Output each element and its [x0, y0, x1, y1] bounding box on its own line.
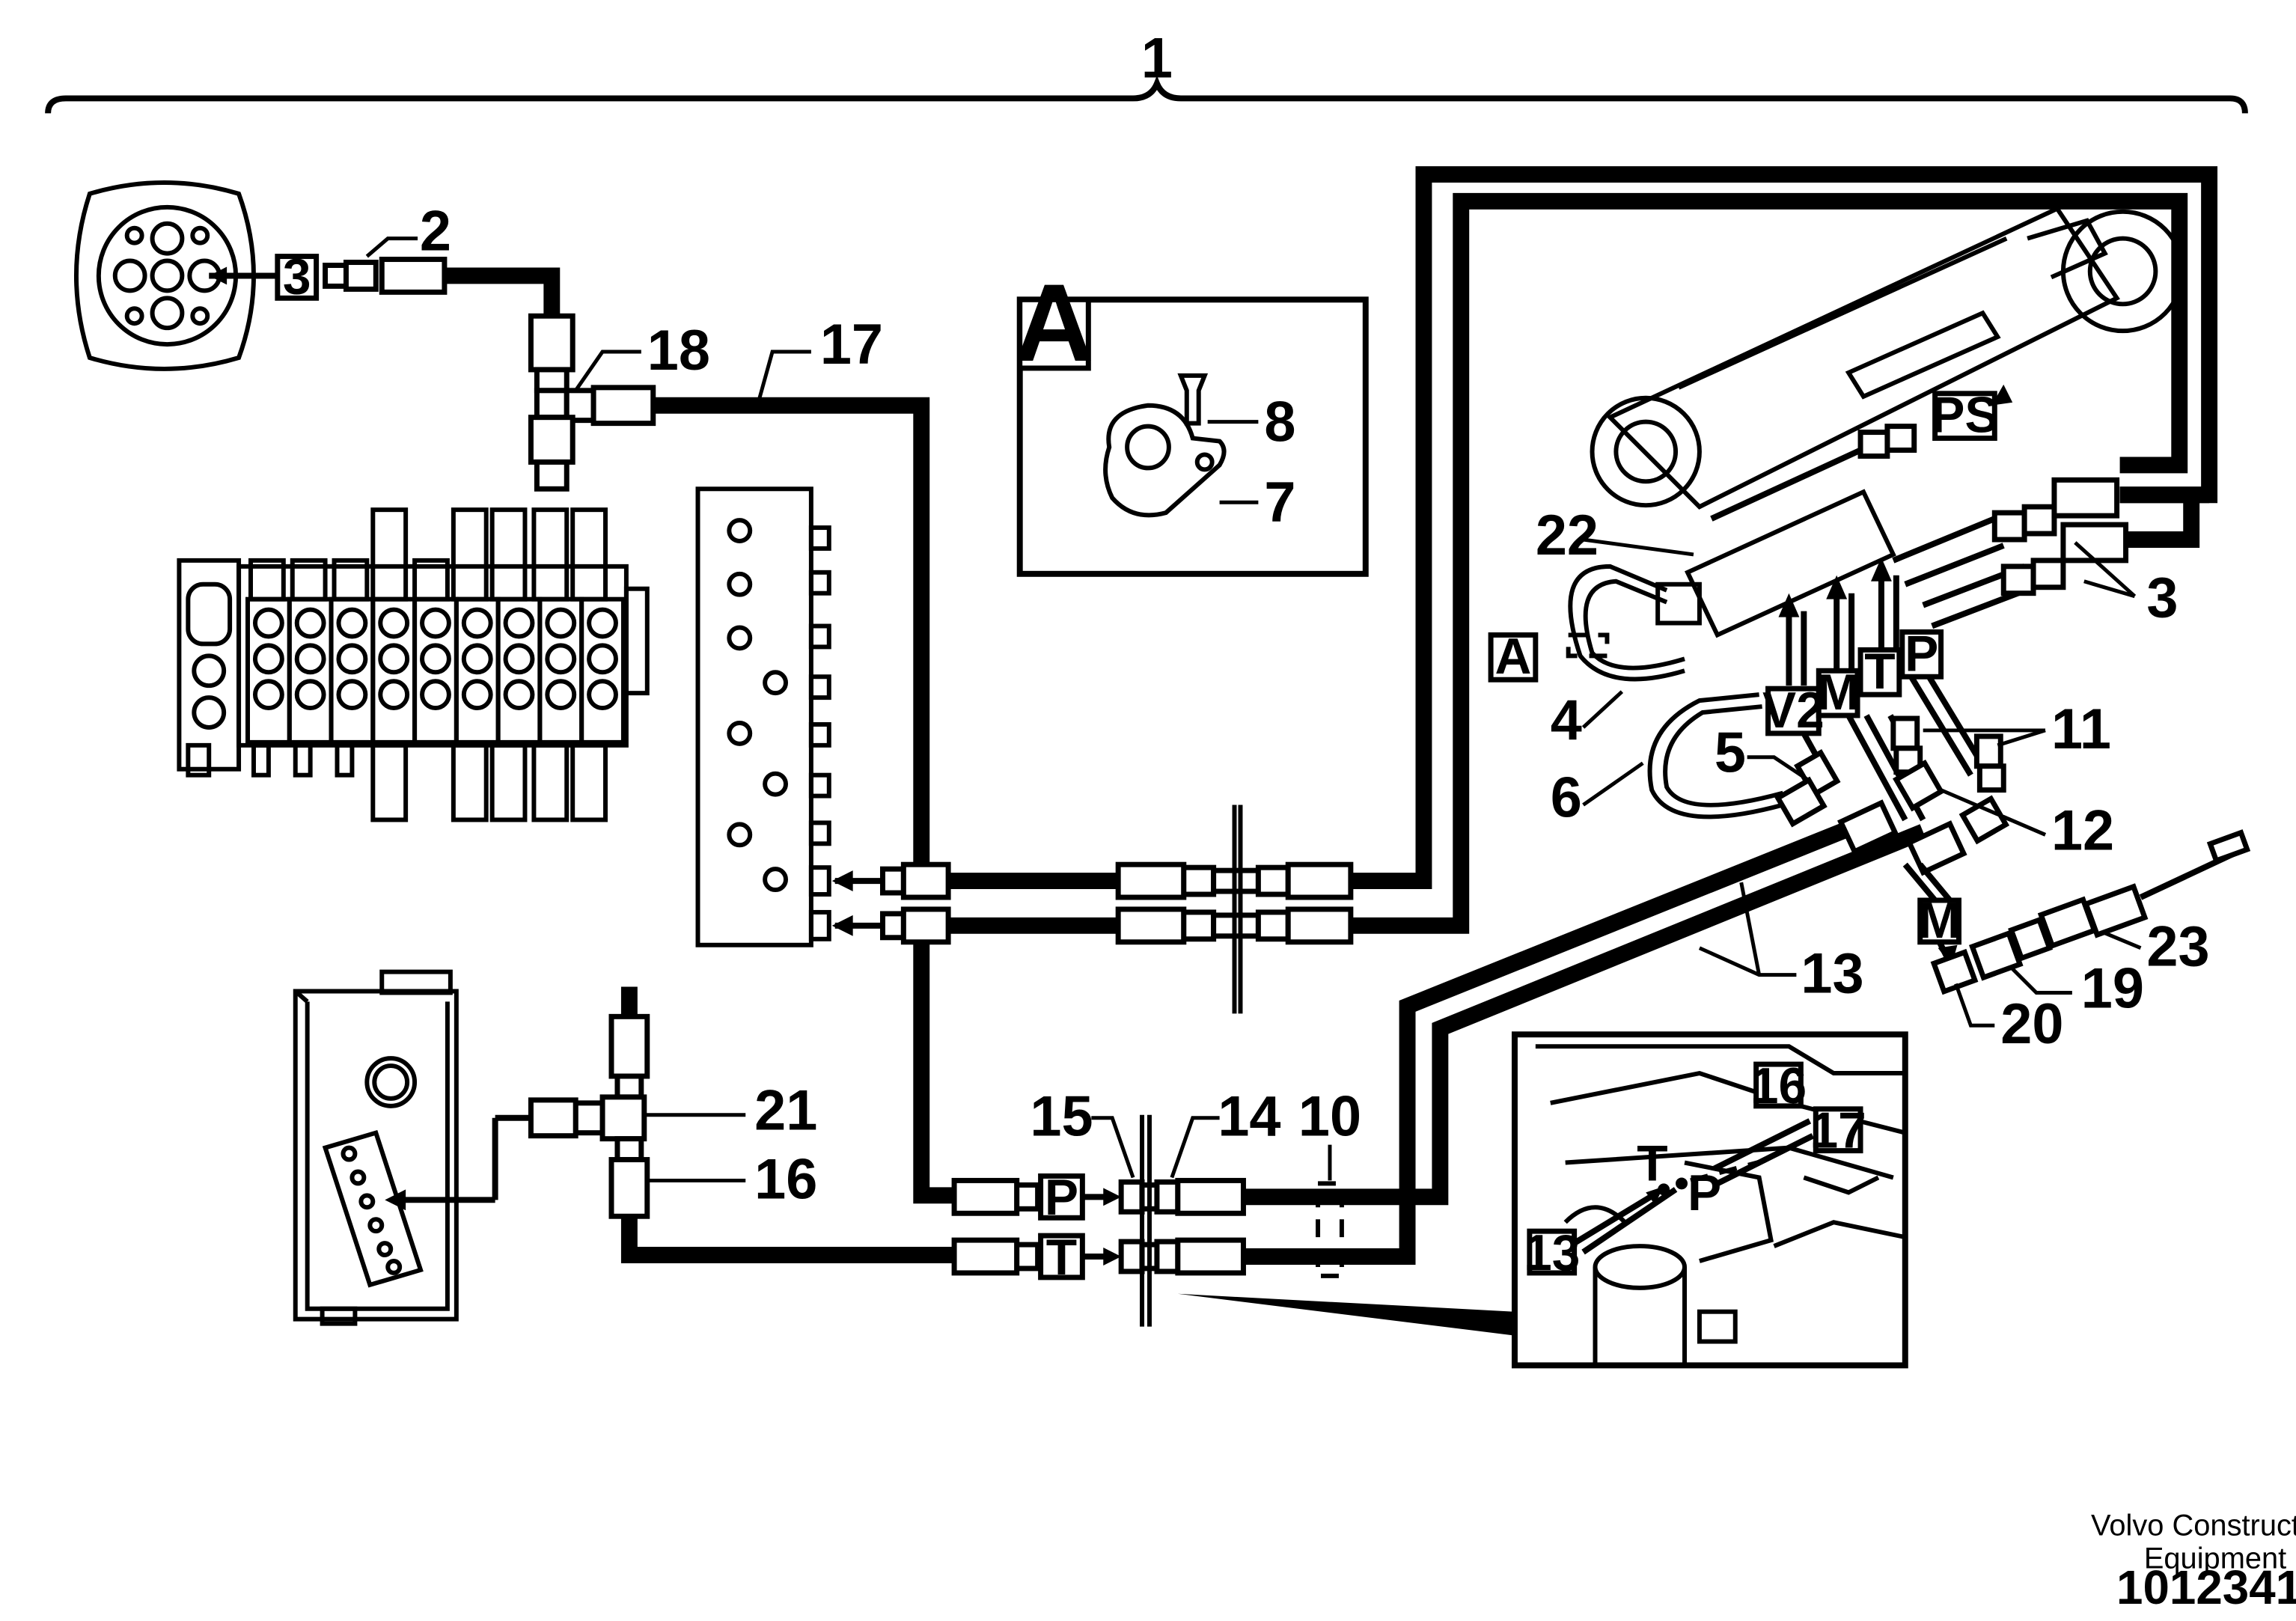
callout-14: 14 — [1218, 1085, 1280, 1149]
callout-23: 23 — [2146, 915, 2209, 979]
inset-label-P: P — [1688, 1165, 1721, 1221]
callout-20: 20 — [2000, 992, 2063, 1056]
inset-ref-13: 13 — [1524, 1225, 1580, 1281]
hydraulic-tank — [293, 969, 459, 1326]
port-box-PS: PS — [1931, 388, 1998, 444]
hose-17 — [653, 397, 930, 873]
callout-11: 11 — [2051, 697, 2111, 761]
callout-4: 4 — [1551, 689, 1582, 752]
inset-pointer — [1177, 1293, 1515, 1336]
callout-7: 7 — [1264, 471, 1295, 534]
distribution-manifold — [695, 486, 831, 947]
port-box-P-upper: P — [1905, 626, 1938, 682]
pilot-valve-unit — [73, 180, 256, 371]
callout-12: 12 — [2051, 799, 2114, 862]
detail-A-title: A — [1014, 262, 1093, 385]
relief-valve-22 — [1655, 489, 1896, 638]
callout-1: 1 — [1141, 27, 1173, 91]
callout-13: 13 — [1801, 941, 1863, 1005]
hydraulic-cylinder — [1590, 206, 2185, 510]
callout-18: 18 — [647, 319, 710, 382]
pilot-hose — [444, 267, 561, 317]
view-ref-A: A — [1495, 629, 1532, 685]
port-box-T: T — [1046, 1230, 1077, 1286]
port-box-T-upper: T — [1864, 644, 1895, 700]
brand-line-1: Volvo Construction — [2091, 1509, 2296, 1542]
callout-21: 21 — [754, 1079, 817, 1143]
callout-10: 10 — [1298, 1085, 1361, 1149]
callout-2: 2 — [420, 200, 451, 263]
port-box-3: 3 — [283, 248, 311, 305]
assembly-brace — [45, 75, 2248, 114]
brand-line-2: Equipment — [2144, 1542, 2286, 1575]
detail-view-A: A 8 7 — [1014, 262, 1369, 577]
inset-detail — [1511, 1031, 1908, 1369]
inset-ref-17: 17 — [1810, 1103, 1866, 1159]
port-box-M: M — [1817, 665, 1859, 721]
port-box-V2: V2 — [1762, 683, 1825, 739]
port-box-M-bottom: M — [1918, 893, 1960, 949]
hose-13 — [1243, 821, 1852, 1265]
inset-label-T: T — [1637, 1135, 1667, 1191]
callout-8: 8 — [1264, 391, 1295, 454]
callout-15: 15 — [1030, 1085, 1093, 1149]
callout-16: 16 — [754, 1147, 817, 1211]
callout-6: 6 — [1551, 766, 1582, 829]
callout-17: 17 — [820, 313, 883, 376]
callout-3: 3 — [2146, 567, 2178, 630]
control-valve-block — [177, 507, 650, 822]
port-box-P: P — [1045, 1170, 1078, 1226]
inset-ref-16: 16 — [1750, 1058, 1807, 1114]
callout-5: 5 — [1715, 721, 1746, 785]
callout-22: 22 — [1536, 504, 1599, 567]
drawing-number: 1012341 — [2116, 1560, 2296, 1614]
callout-19: 19 — [2081, 956, 2144, 1020]
